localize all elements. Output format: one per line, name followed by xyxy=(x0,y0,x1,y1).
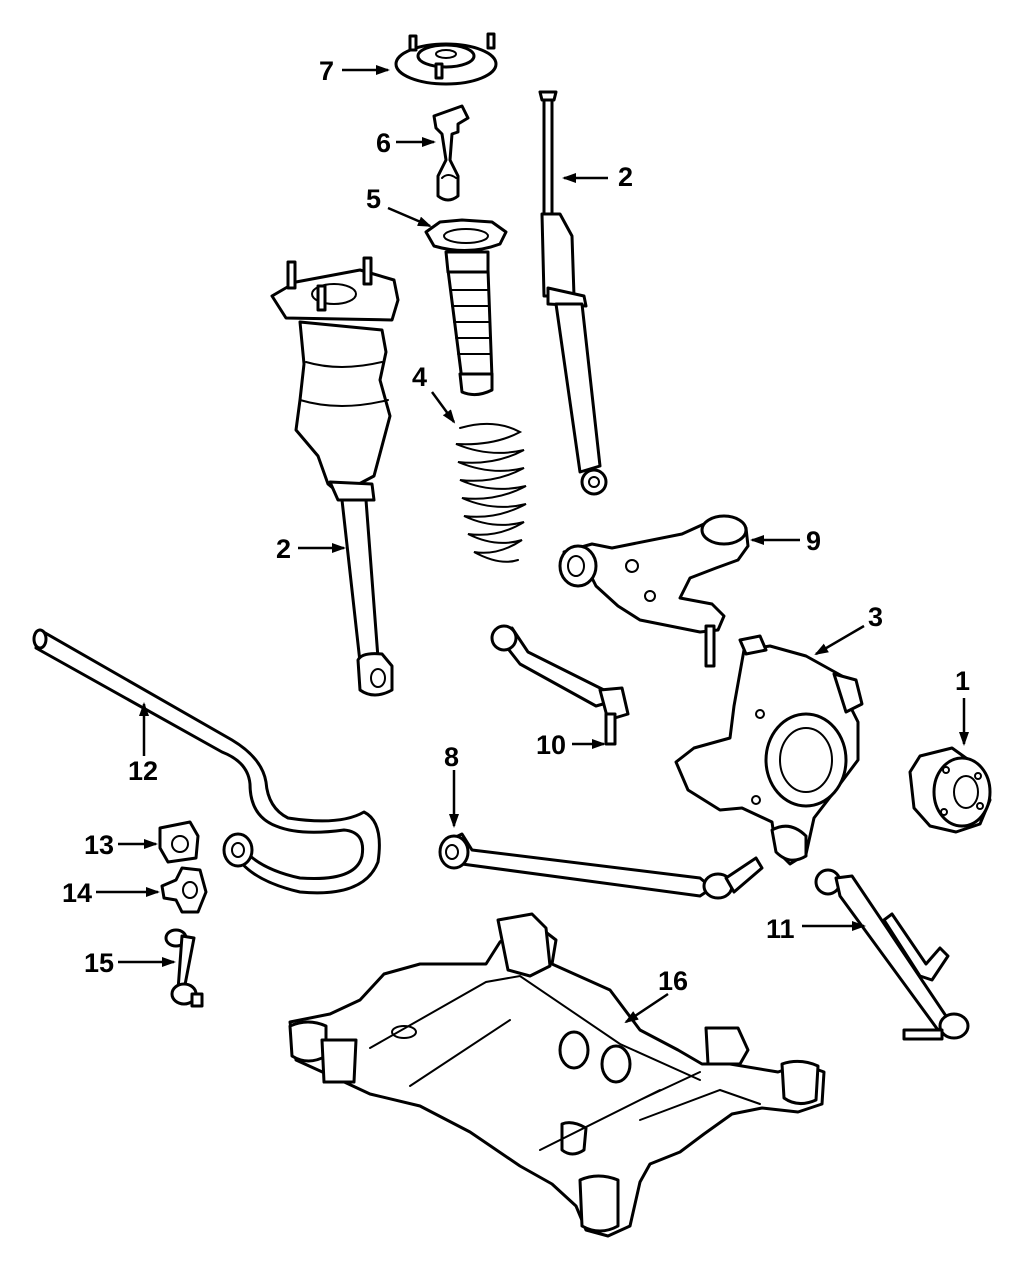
part-rear-arm xyxy=(814,868,970,1041)
part-knuckle xyxy=(674,634,864,866)
callout-10: 10 xyxy=(536,730,566,760)
part-upper-control-arm xyxy=(558,514,750,668)
callout-2-strut: 2 xyxy=(276,534,291,564)
callout-arrows xyxy=(96,65,969,1024)
part-hub-bearing xyxy=(908,746,992,834)
arrow-5 xyxy=(387,206,432,228)
part-subframe xyxy=(288,912,826,1238)
part-shock-absorber xyxy=(538,90,608,496)
callout-2-shock: 2 xyxy=(618,162,633,192)
part-upper-mount xyxy=(394,32,498,86)
arrow-3 xyxy=(814,624,865,656)
callout-6: 6 xyxy=(376,128,391,158)
part-stabilizer-link xyxy=(164,928,204,1008)
callout-4: 4 xyxy=(412,362,427,392)
callout-1: 1 xyxy=(955,666,970,696)
arrow-16 xyxy=(624,992,669,1024)
part-stabilizer-bushing xyxy=(158,820,200,864)
arrow-4 xyxy=(430,391,456,424)
callout-16: 16 xyxy=(658,966,688,996)
part-coil-spring xyxy=(455,422,527,563)
part-toe-link xyxy=(490,624,630,746)
part-stabilizer-bracket xyxy=(160,866,208,914)
callout-7: 7 xyxy=(319,56,334,86)
callout-15: 15 xyxy=(84,948,114,978)
part-bump-stop xyxy=(432,104,470,202)
part-lateral-link xyxy=(438,832,764,900)
part-dust-boot xyxy=(424,218,508,397)
callout-8: 8 xyxy=(444,742,459,772)
callout-12: 12 xyxy=(128,756,158,786)
callout-labels: 7 6 5 2 4 2 9 3 1 10 12 8 13 14 15 11 16 xyxy=(62,56,970,996)
callout-9: 9 xyxy=(806,526,821,556)
callout-13: 13 xyxy=(84,830,114,860)
callout-11: 11 xyxy=(766,914,795,944)
callout-5: 5 xyxy=(366,184,381,214)
part-air-strut xyxy=(270,256,400,697)
callout-3: 3 xyxy=(868,602,883,632)
callout-14: 14 xyxy=(62,878,92,908)
part-stabilizer-bar xyxy=(32,628,381,895)
